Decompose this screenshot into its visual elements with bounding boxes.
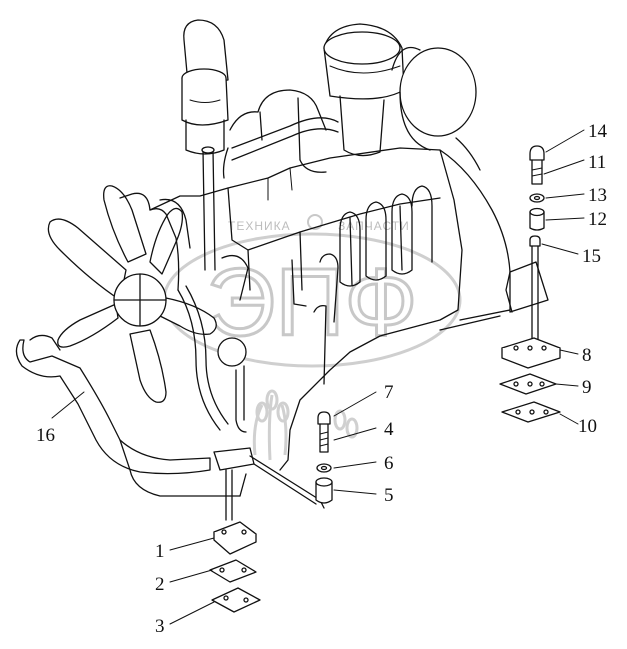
injector-cylinders [291,185,433,385]
callout-10: 10 [578,416,597,437]
mount-plate-10 [501,401,561,423]
mount-plate-2 [209,559,257,583]
bolt-14 [529,145,545,161]
air-intake [181,19,229,155]
mount-plate-3 [211,587,261,613]
callout-13: 13 [588,185,607,206]
callout-8: 8 [582,345,592,366]
callout-15: 15 [582,246,601,267]
engine-block [149,147,463,471]
watermark-text-right: ЗАПЧАСТИ [338,219,410,233]
leader-lines [51,129,585,625]
callout-labels: 1 2 3 4 5 6 7 8 9 10 11 12 13 14 15 16 [36,121,608,637]
gear-icon [307,214,323,230]
mount-pad-1 [213,521,257,555]
rear-mount-parts [499,145,561,423]
callout-5: 5 [384,485,394,506]
mount-plate-9 [499,373,557,395]
breather-pipe [231,117,339,149]
bolt-shank-11 [531,159,543,185]
watermark-text-left: ТЕХНИКА [228,219,291,233]
filter-canister [391,46,477,151]
cooling-fan [47,185,217,403]
stud-15 [529,235,541,341]
turbocharger [323,23,405,157]
exhaust-manifold [229,89,327,131]
mount-pad-8 [501,337,561,369]
washer-13 [529,193,545,203]
spacer-12 [529,207,545,231]
watermark-logo: ЭПФ [207,249,418,356]
bolt-4 [317,411,331,453]
callout-4: 4 [384,419,394,440]
callout-7: 7 [384,382,394,403]
callout-2: 2 [155,574,165,595]
dipstick-tube [202,149,206,271]
watermark: ТЕХНИКА ЗАПЧАСТИ ЭПФ [162,214,462,461]
front-housing [119,192,249,433]
callout-14: 14 [588,121,608,142]
callout-1: 1 [155,541,165,562]
washer-6 [316,463,332,473]
wheat-icon [252,389,359,461]
callout-11: 11 [588,152,606,173]
radiator-hose [15,334,247,497]
front-mount-parts [209,411,333,613]
callout-9: 9 [582,377,592,398]
callout-16: 16 [36,425,55,446]
callout-6: 6 [384,453,394,474]
spacer-5 [315,477,333,504]
callout-12: 12 [588,209,607,230]
engine-assembly [15,19,549,521]
callout-3: 3 [155,616,165,637]
